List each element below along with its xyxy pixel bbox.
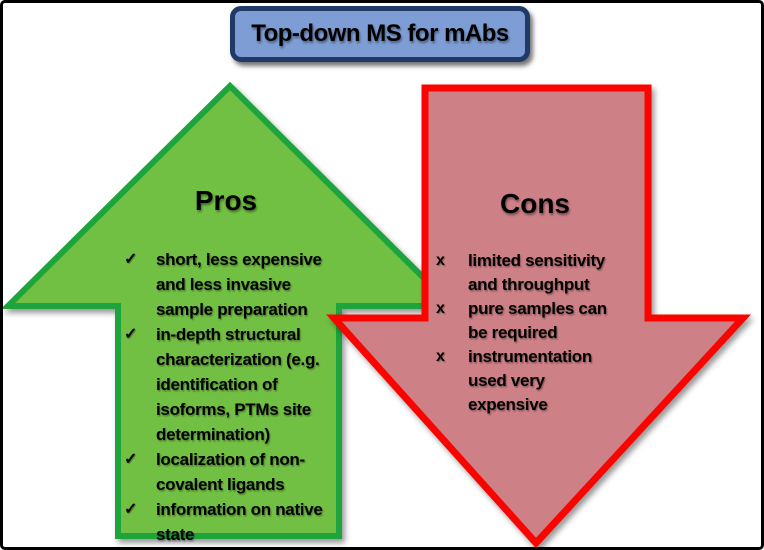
list-item: ✓ in-depth structural characterization (…	[119, 322, 341, 447]
title-box: Top-down MS for mAbs	[230, 6, 530, 62]
pros-item-text: in-depth structural characterization (e.…	[156, 325, 320, 444]
pros-item-text: information on native state	[156, 500, 323, 544]
check-icon: ✓	[124, 251, 138, 268]
arrows-graphic	[3, 81, 751, 547]
list-item: x pure samples can be required	[431, 297, 653, 345]
cons-item-text: limited sensitivity and throughput	[468, 251, 605, 294]
cons-list: x limited sensitivity and throughput x p…	[431, 249, 653, 417]
x-icon: x	[436, 252, 445, 269]
cons-item-text: pure samples can be required	[468, 299, 607, 342]
list-item: ✓ short, less expensive and less invasiv…	[119, 247, 341, 322]
list-item: x limited sensitivity and throughput	[431, 249, 653, 297]
list-item: ✓ localization of non- covalent ligands	[119, 447, 341, 497]
pros-heading: Pros	[194, 185, 258, 216]
check-icon: ✓	[124, 451, 138, 468]
list-item: x instrumentation used very expensive	[431, 345, 653, 417]
x-icon: x	[436, 348, 445, 365]
list-item: ✓ information on native state	[119, 497, 341, 547]
cons-down-arrow-shape	[326, 84, 751, 547]
pros-item-text: short, less expensive and less invasive …	[156, 250, 322, 319]
cons-heading: Cons	[500, 188, 570, 219]
page-title: Top-down MS for mAbs	[251, 20, 509, 47]
check-icon: ✓	[124, 326, 138, 343]
check-icon: ✓	[124, 501, 138, 518]
pros-list: ✓ short, less expensive and less invasiv…	[119, 247, 341, 547]
x-icon: x	[436, 300, 445, 317]
pros-item-text: localization of non- covalent ligands	[156, 450, 305, 494]
cons-item-text: instrumentation used very expensive	[468, 347, 592, 414]
